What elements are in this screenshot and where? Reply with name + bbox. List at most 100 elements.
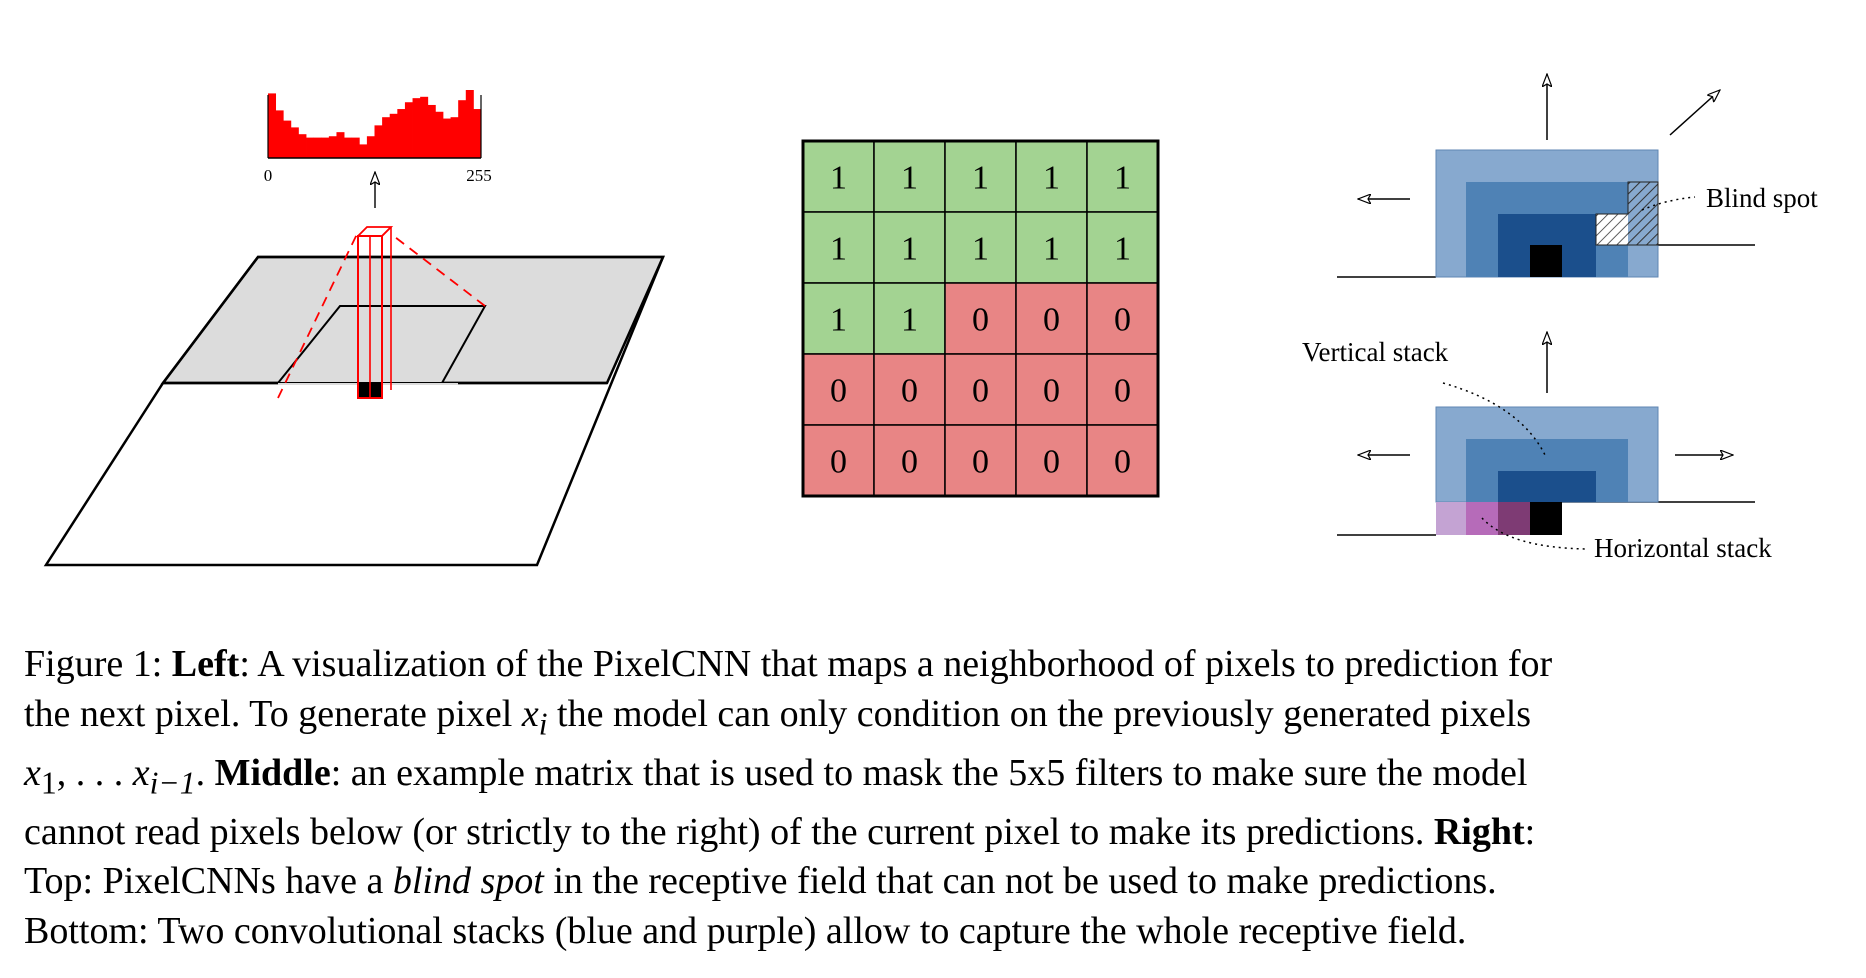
histogram-bar: [442, 118, 451, 158]
histogram-bar: [359, 144, 368, 158]
histogram-bar: [450, 117, 459, 158]
mask-cell: [944, 353, 1017, 426]
mask-cell: [1015, 140, 1088, 213]
histogram-bar: [268, 93, 277, 158]
caption-left-head: Left: [171, 643, 240, 685]
histogram: [268, 90, 482, 158]
mask-cell: [1086, 140, 1159, 213]
histogram-bar: [275, 110, 284, 158]
histogram-bar: [427, 104, 436, 158]
math-dots: , . . .: [56, 751, 133, 794]
mask-cell: [944, 211, 1017, 284]
math-x1: x: [24, 751, 41, 794]
histogram-bar: [283, 120, 292, 158]
histogram-bar: [298, 134, 307, 158]
mask-cell-value: 0: [972, 373, 989, 410]
mask-cell-value: 1: [901, 231, 918, 268]
histogram-bar: [389, 113, 398, 158]
histogram-bar: [458, 100, 467, 158]
mask-cell-value: 1: [901, 160, 918, 197]
math-ximinus-sub: i−1: [149, 765, 196, 801]
histogram-bar: [404, 102, 413, 158]
histogram-bar: [290, 127, 299, 158]
horizontal-layer-1: [1436, 502, 1466, 535]
histogram-bar: [465, 90, 474, 158]
mask-cell-value: 0: [972, 302, 989, 339]
caption-text: Top: PixelCNNs have a: [24, 860, 393, 903]
math-ximinus: x: [132, 751, 150, 794]
caption-line-5: Top: PixelCNNs have a blind spot in the …: [24, 857, 1844, 907]
mask-cell: [873, 353, 946, 426]
left-panel: 0 255: [43, 90, 665, 567]
mask-cell: [944, 282, 1017, 355]
caption-text: the next pixel. To generate pixel: [24, 692, 522, 735]
mask-cell-value: 0: [1043, 444, 1060, 481]
caption-line-1: Figure 1: Left: A visualization of the P…: [24, 640, 1844, 690]
mask-cell-value: 0: [1114, 302, 1131, 339]
prediction-column-top: [355, 226, 394, 237]
histogram-bar: [420, 96, 429, 158]
mask-cell-value: 1: [972, 160, 989, 197]
caption-right-head: Right: [1433, 810, 1525, 853]
mask-cell-value: 1: [901, 302, 918, 339]
math-xi-sub: i: [538, 706, 548, 742]
mask-cell-value: 0: [1043, 373, 1060, 410]
mask-cell-value: 0: [1114, 373, 1131, 410]
projection-line-right: [390, 233, 486, 307]
horizontal-stack-label: Horizontal stack: [1594, 533, 1772, 563]
caption-text: Bottom: Two convolutional stacks (blue a…: [24, 909, 1467, 952]
vertical-stack-label: Vertical stack: [1302, 337, 1449, 367]
histogram-bar: [306, 137, 315, 158]
projection-line-left: [277, 233, 358, 399]
right-top-diagram: Blind spot: [1337, 74, 1818, 278]
caption-left-text: : A visualization of the PixelCNN that m…: [239, 643, 1553, 685]
blind-spot-pointer: [1641, 196, 1696, 211]
histogram-bar: [328, 136, 337, 158]
blind-spot-hatched: [1595, 181, 1659, 246]
mask-cell: [873, 140, 946, 213]
figure-label: Figure 1:: [24, 643, 163, 685]
mask-cell-value: 1: [1114, 231, 1131, 268]
top-current-pixel: [1530, 245, 1562, 277]
mask-cell-value: 0: [830, 444, 847, 481]
histogram-bar: [412, 98, 421, 158]
right-bottom-diagram: Vertical stack Horizontal stack: [1302, 332, 1772, 563]
histogram-bar: [344, 137, 353, 158]
histogram-min-label: 0: [264, 166, 273, 185]
caption-text: cannot read pixels below (or strictly to…: [24, 810, 1434, 853]
vertical-layer-3: [1498, 471, 1596, 502]
mask-cell-value: 1: [972, 231, 989, 268]
image-plane: [43, 255, 665, 567]
histogram-bar: [382, 117, 391, 158]
caption-text: :: [1524, 810, 1536, 853]
histogram-bar: [336, 132, 345, 158]
figure-caption: Figure 1: Left: A visualization of the P…: [24, 640, 1844, 956]
mask-cell-value: 1: [1043, 231, 1060, 268]
mask-cell: [944, 140, 1017, 213]
math-xi: x: [521, 692, 539, 735]
mask-cell: [873, 211, 946, 284]
mask-cell: [1086, 424, 1159, 497]
caption-middle-text: : an example matrix that is used to mask…: [330, 751, 1528, 794]
mask-cell: [1015, 282, 1088, 355]
caption-line-3: x1, . . . xi−1. Middle: an example matri…: [24, 749, 1844, 808]
caption-line-2: the next pixel. To generate pixel xi the…: [24, 690, 1844, 749]
mask-cell-value: 0: [1043, 302, 1060, 339]
histogram-bar: [473, 109, 482, 158]
mask-cell: [944, 424, 1017, 497]
math-x1-sub: 1: [40, 765, 57, 801]
histogram-bar: [366, 136, 375, 158]
histogram-bar: [397, 109, 406, 158]
mask-cell-value: 1: [1043, 160, 1060, 197]
histogram-max-label: 255: [466, 166, 492, 185]
bottom-current-pixel: [1530, 502, 1562, 535]
caption-text: the model can only condition on the prev…: [547, 692, 1532, 735]
caption-blind-spot-emphasis: blind spot: [392, 860, 544, 903]
mask-cell-value: 0: [901, 444, 918, 481]
mask-cell-value: 0: [972, 444, 989, 481]
histogram-bar: [351, 137, 360, 158]
caption-text: .: [195, 751, 215, 794]
caption-text: in the receptive field that can not be u…: [543, 860, 1497, 903]
